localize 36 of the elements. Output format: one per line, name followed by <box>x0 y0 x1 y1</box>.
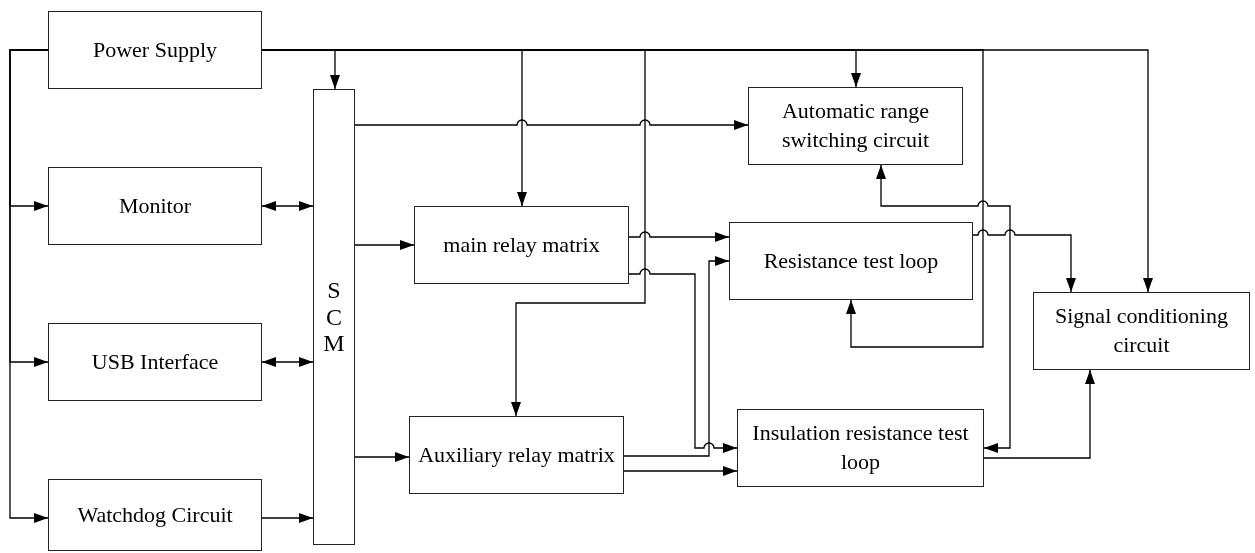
connector-arrow <box>354 452 410 462</box>
connector-arrow <box>354 240 415 250</box>
connector-arrow <box>983 369 1095 459</box>
process-box <box>48 479 262 551</box>
connector-arrow <box>972 229 1076 293</box>
connector-arrow <box>623 466 738 476</box>
process-box <box>414 206 629 284</box>
box-label: Monitor <box>118 191 192 220</box>
process-box <box>737 409 984 487</box>
box-label: Resistance test loop <box>763 246 939 275</box>
process-box <box>48 167 262 245</box>
process-box <box>748 87 963 165</box>
controller-bar <box>313 89 355 545</box>
process-box <box>48 11 262 89</box>
box-label: Automatic range switching circuit <box>780 97 931 154</box>
connector-arrow <box>628 231 730 242</box>
connector-arrow <box>9 49 49 523</box>
box-label: Auxiliary relay matrix <box>418 440 615 469</box>
connector-arrow <box>261 201 314 211</box>
connector-arrow <box>261 357 314 367</box>
connector-arrow <box>261 513 314 523</box>
box-label: Signal conditioning circuit <box>1054 302 1229 359</box>
box-label: Watchdog Circuit <box>77 500 233 529</box>
box-label: Power Supply <box>92 35 218 64</box>
connector-arrow <box>628 268 738 453</box>
connector-arrow <box>623 256 730 457</box>
box-label: main relay matrix <box>443 230 600 259</box>
process-box <box>409 416 624 494</box>
box-label: Insulation resistance test loop <box>751 419 970 476</box>
connector-arrow <box>876 164 1011 453</box>
process-box <box>1033 292 1250 370</box>
box-label: SCM <box>322 277 346 357</box>
process-box <box>729 222 973 300</box>
box-label: USB Interface <box>91 347 219 376</box>
process-box <box>48 323 262 401</box>
connector-arrow <box>354 119 749 130</box>
